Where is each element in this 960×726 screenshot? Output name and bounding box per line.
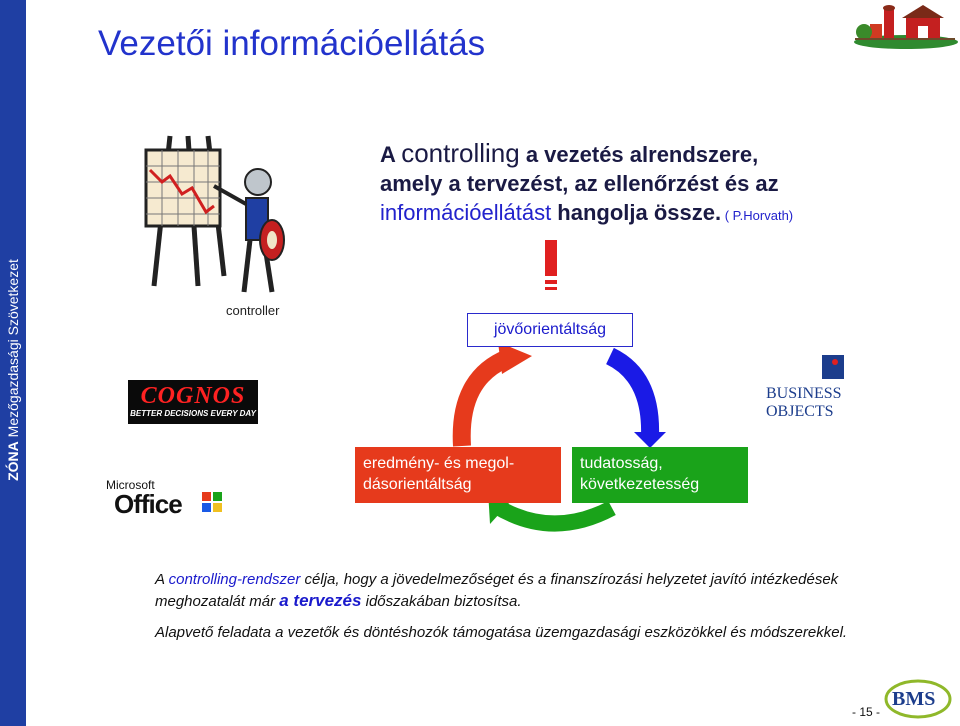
awareness-box: tudatosság, következetesség — [572, 447, 748, 503]
future-orientation-box: jövőorientáltság — [467, 313, 633, 347]
headline: A controlling a vezetés alrendszere, ame… — [380, 138, 794, 226]
sidebar-band — [0, 0, 26, 726]
sidebar-text: ZÓNA Mezőgazdasági Szövetkezet — [5, 259, 21, 481]
page-title: Vezetői információellátás — [98, 24, 486, 63]
cycle-arrows — [452, 342, 666, 532]
result-orientation-box: eredmény- és megol- dásorientáltság — [355, 447, 561, 503]
controller-illustration — [144, 135, 285, 293]
body-text: A controlling-rendszer célja, hogy a jöv… — [155, 569, 915, 653]
business-objects-logo: BUSINESS OBJECTS — [766, 355, 906, 420]
body-paragraph-1: A controlling-rendszer célja, hogy a jöv… — [155, 571, 839, 610]
bms-swoosh-icon — [884, 679, 952, 719]
farm-illustration — [854, 5, 958, 49]
exclamation-icon — [545, 240, 557, 290]
controller-label: controller — [226, 303, 280, 318]
office-puzzle-icon — [202, 492, 222, 512]
microsoft-office-logo: Microsoft Office — [106, 478, 228, 519]
page-number: - 15 - — [852, 705, 881, 719]
body-paragraph-2: Alapvető feladata a vezetők és döntéshoz… — [155, 624, 848, 641]
cognos-logo: COGNOS BETTER DECISIONS EVERY DAY — [128, 380, 258, 424]
bms-logo: BMS — [884, 678, 952, 720]
